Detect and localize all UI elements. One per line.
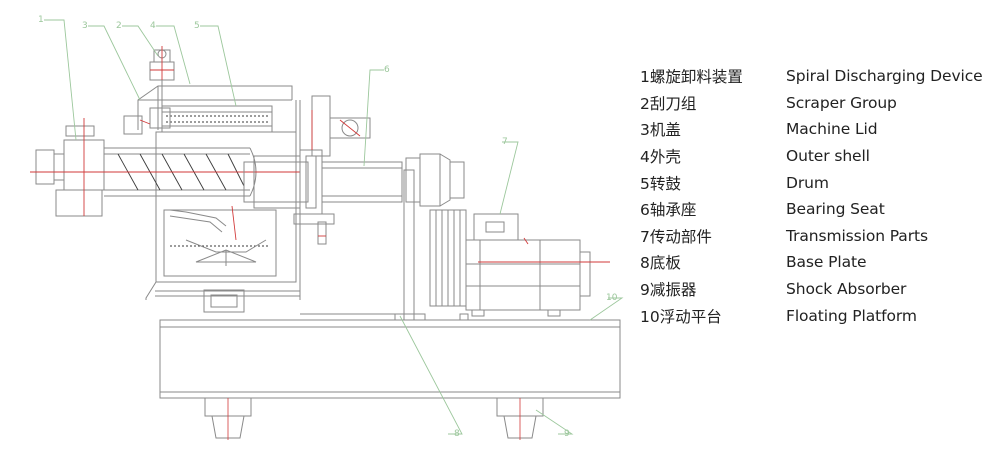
- callout-7: 7: [502, 137, 508, 147]
- callout-3: 3: [82, 21, 88, 31]
- callout-1: 1: [38, 15, 44, 25]
- legend-en-label: Transmission Parts: [786, 226, 928, 245]
- legend-cn-label: 7传动部件: [640, 227, 712, 246]
- legend-en-label: Machine Lid: [786, 120, 878, 139]
- transmission-parts: [405, 153, 591, 317]
- spiral-discharging-device: [35, 125, 257, 217]
- callout-10: 10: [606, 293, 618, 303]
- legend-cn-label: 5转鼓: [640, 174, 681, 193]
- legend-en-label: Scraper Group: [786, 93, 897, 112]
- shock-absorbers: [204, 397, 544, 439]
- callout-6: 6: [384, 65, 390, 75]
- legend-row: 7传动部件 Transmission Parts: [640, 223, 990, 250]
- legend-en-label: Floating Platform: [786, 306, 917, 325]
- callout-9: 9: [564, 429, 570, 439]
- legend-row: 4外壳 Outer shell: [640, 143, 990, 170]
- parts-legend: 1螺旋卸料装置 Spiral Discharging Device 2刮刀组 S…: [640, 63, 990, 329]
- drum: [185, 239, 267, 266]
- callout-4: 4: [150, 21, 156, 31]
- legend-cn-label: 10浮动平台: [640, 307, 722, 326]
- legend-row: 6轴承座 Bearing Seat: [640, 196, 990, 223]
- legend-cn-label: 2刮刀组: [640, 94, 697, 113]
- legend-cn-label: 1螺旋卸料装置: [640, 68, 743, 87]
- legend-row: 2刮刀组 Scraper Group: [640, 90, 990, 117]
- legend-row: 1螺旋卸料装置 Spiral Discharging Device: [640, 63, 990, 90]
- legend-cn-label: 3机盖: [640, 121, 681, 140]
- callout-leaders: [44, 19, 624, 435]
- legend-en-label: Bearing Seat: [786, 200, 885, 219]
- shock-absorber-centerlines: [227, 398, 521, 440]
- legend-cn-label: 4外壳: [640, 148, 681, 167]
- transmission-red-marks: [478, 237, 610, 263]
- legend-row: 3机盖 Machine Lid: [640, 116, 990, 143]
- bearing-seat: [243, 95, 403, 245]
- legend-en-label: Base Plate: [786, 253, 867, 272]
- shell-dashed-rows: [166, 115, 270, 247]
- callout-2: 2: [116, 21, 122, 31]
- screw-axis: [30, 118, 300, 216]
- callout-5: 5: [194, 21, 200, 31]
- callout-8: 8: [454, 429, 460, 439]
- floating-platform: [159, 313, 621, 399]
- outer-shell: [145, 100, 301, 300]
- legend-en-label: Shock Absorber: [786, 280, 907, 299]
- legend-cn-label: 6轴承座: [640, 201, 697, 220]
- legend-en-label: Outer shell: [786, 147, 870, 166]
- legend-en-label: Drum: [786, 173, 829, 192]
- legend-cn-label: 9减振器: [640, 281, 697, 300]
- scraper-group: [123, 49, 227, 233]
- scraper-red-marks: [139, 46, 237, 241]
- bearing-red-marks: [311, 110, 361, 237]
- base-plate: [155, 169, 420, 321]
- callout-labels: 1 3 2 4 5 6 7 8 9 10: [38, 15, 618, 439]
- legend-row: 8底板 Base Plate: [640, 249, 990, 276]
- legend-row: 10浮动平台 Floating Platform: [640, 302, 990, 329]
- legend-row: 5转鼓 Drum: [640, 169, 990, 196]
- legend-en-label: Spiral Discharging Device: [786, 67, 983, 86]
- legend-row: 9减振器 Shock Absorber: [640, 276, 990, 303]
- legend-cn-label: 8底板: [640, 254, 681, 273]
